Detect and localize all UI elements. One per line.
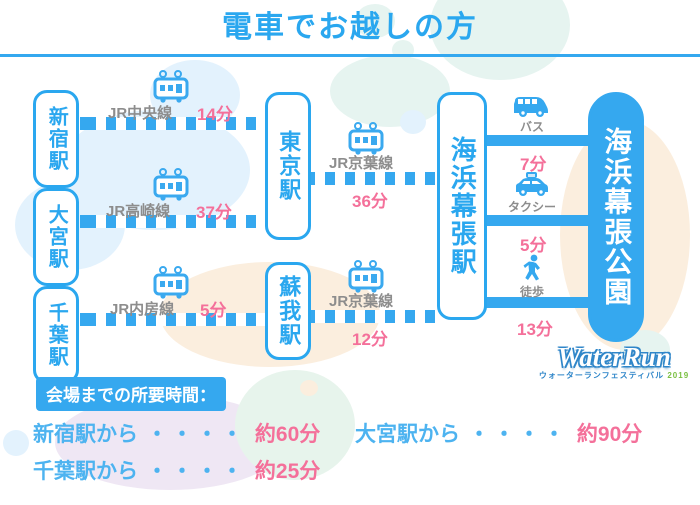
background-splash — [400, 110, 426, 134]
mode-time-walk: 13分 — [517, 320, 553, 339]
summary-from: 新宿駅から — [33, 423, 138, 446]
mode-label-bus: バス — [519, 120, 544, 134]
logo-subtitle-text: ウォーターランフェスティバル — [538, 371, 665, 380]
destination-label: 海浜幕張公園 — [601, 127, 633, 307]
bus-icon — [512, 92, 550, 123]
summary-time: 約25分 — [254, 460, 321, 483]
summary-from: 大宮駅から — [355, 423, 460, 446]
line-label-chuo: JR中央線 — [108, 105, 173, 122]
rail-stub-chiba — [80, 313, 94, 326]
station-shinjuku[interactable]: 新宿駅 — [33, 90, 79, 188]
line-label-keiyo-soga: JR京葉線 — [329, 293, 394, 310]
mode-label-taxi: タクシー — [507, 200, 556, 214]
logo-year: 2019 — [667, 371, 690, 380]
station-chiba[interactable]: 千葉駅 — [33, 286, 79, 384]
destination-kaihin-makuhari-park[interactable]: 海浜幕張公園 — [588, 92, 644, 342]
rail-stub-shinjuku — [80, 117, 94, 130]
line-time-chuo: 14分 — [197, 105, 233, 124]
summary-heading: 会場までの所要時間： — [36, 377, 226, 411]
walk-icon — [522, 254, 544, 287]
line-time-uchibo: 5分 — [200, 301, 227, 320]
header-divider — [0, 54, 700, 57]
summary-time: 約90分 — [576, 423, 643, 446]
summary-row-shinjuku: 新宿駅から ・・・・ 約60分 — [33, 418, 320, 448]
rail-stub-omiya — [80, 215, 94, 228]
background-splash — [300, 380, 318, 396]
line-time-keiyo-tokyo: 36分 — [352, 192, 388, 211]
summary-dots: ・・・・ — [146, 423, 247, 446]
taxi-icon — [512, 172, 552, 203]
summary-time: 約60分 — [254, 423, 321, 446]
logo-wordmark: WaterRun — [557, 342, 671, 372]
rail-makuhari-bus — [486, 135, 596, 146]
line-time-takasaki: 37分 — [196, 203, 232, 222]
page-title: 電車でお越しの方 — [222, 11, 478, 44]
summary-dots: ・・・・ — [146, 460, 247, 483]
station-kaihin-makuhari[interactable]: 海浜幕張駅 — [437, 92, 487, 320]
station-label: 新宿駅 — [45, 106, 68, 172]
background-splash — [3, 430, 29, 456]
rail-makuhari-taxi — [486, 215, 596, 226]
line-label-uchibo: JR内房線 — [110, 301, 175, 318]
line-label-takasaki: JR高崎線 — [106, 203, 171, 220]
rail-soga-makuhari — [305, 310, 445, 323]
event-logo: WaterRun ウォーターランフェスティバル 2019 — [534, 342, 694, 381]
rail-makuhari-walk — [486, 297, 596, 308]
mode-time-bus: 7分 — [520, 155, 547, 174]
logo-subtitle: ウォーターランフェスティバル 2019 — [534, 370, 694, 381]
station-label: 蘇我駅 — [276, 275, 302, 347]
station-label: 千葉駅 — [45, 302, 68, 368]
station-soga[interactable]: 蘇我駅 — [265, 262, 311, 360]
summary-row-omiya: 大宮駅から ・・・・ 約90分 — [355, 418, 642, 448]
train-icon — [346, 122, 386, 161]
station-label: 大宮駅 — [45, 204, 68, 270]
line-label-keiyo-tokyo: JR京葉線 — [329, 155, 394, 172]
station-label: 東京駅 — [276, 130, 302, 202]
summary-row-chiba: 千葉駅から ・・・・ 約25分 — [33, 455, 320, 485]
summary-dots: ・・・・ — [468, 423, 569, 446]
mode-label-walk: 徒歩 — [519, 285, 544, 299]
station-omiya[interactable]: 大宮駅 — [33, 188, 79, 286]
station-label: 海浜幕張駅 — [447, 136, 478, 276]
summary-from: 千葉駅から — [33, 460, 138, 483]
line-time-keiyo-soga: 12分 — [352, 330, 388, 349]
station-tokyo[interactable]: 東京駅 — [265, 92, 311, 240]
background-splash — [330, 55, 450, 127]
rail-tokyo-makuhari — [305, 172, 445, 185]
mode-time-taxi: 5分 — [520, 236, 547, 255]
